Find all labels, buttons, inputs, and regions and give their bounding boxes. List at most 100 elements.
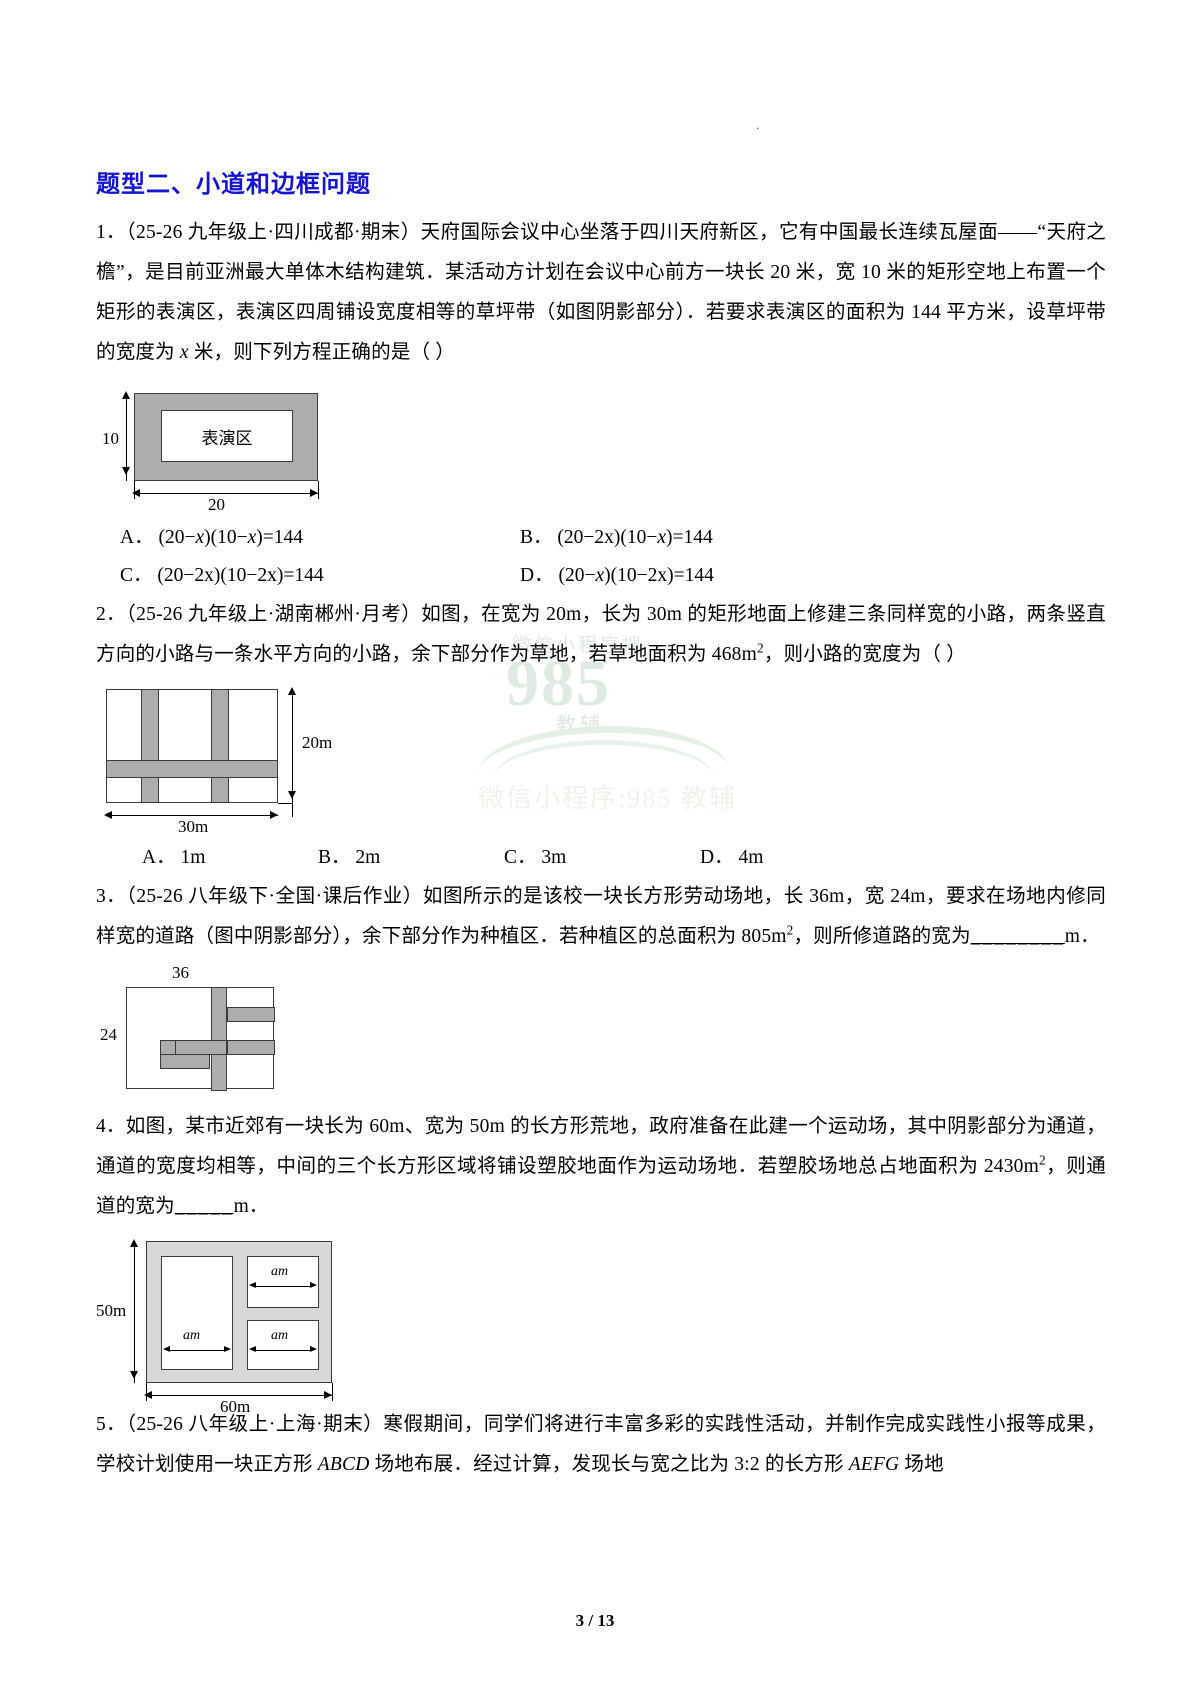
problem-1-option-a[interactable]: A． (20−x)(10−x)=144 bbox=[120, 519, 520, 557]
problem-4-answer-blank[interactable]: _____ bbox=[174, 1196, 234, 1217]
page-top-dot: . bbox=[756, 117, 760, 132]
problem-1-line-2: ——“天府之檐”，是目前亚洲最大单体木结构建筑．某活动方计划在会议中心前方一块长… bbox=[96, 222, 1106, 283]
figure-4-arrow-right-left bbox=[224, 1346, 231, 1352]
figure-4-shaded-walkway: am am am bbox=[146, 1241, 332, 1383]
problem-2-source: （25-26 九年级上·湖南郴州·月考） bbox=[125, 604, 422, 625]
option-d-key: D． bbox=[700, 847, 734, 868]
figure-2-vertical-road-2 bbox=[211, 690, 229, 802]
option-c-key: C． bbox=[504, 847, 537, 868]
figure-4-arrow-left-bottom-right bbox=[249, 1346, 256, 1352]
figure-4-arrow-right-bottom-right bbox=[310, 1346, 317, 1352]
figure-1-shaded-lawn-area: 表演区 bbox=[134, 393, 318, 481]
problem-3-source: （25-26 八年级下·全国·课后作业） bbox=[126, 886, 423, 907]
problem-1-figure: 10 表演区 20 bbox=[96, 385, 1106, 514]
problem-1-line-4: 面积为 144 平方米，设草坪带的宽度为 x 米，则下列方程正确的是（ ） bbox=[96, 302, 1106, 363]
figure-1-tick-right bbox=[318, 481, 319, 499]
section-heading: 题型二、小道和边框问题 bbox=[96, 172, 371, 198]
figure-3-width-label: 36 bbox=[172, 963, 189, 982]
figure-1-height-label: 10 bbox=[102, 429, 119, 448]
figure-1-vertical-dimension-line bbox=[126, 393, 127, 481]
figure-4-horizontal-dimension-line bbox=[146, 1395, 332, 1396]
figure-3-road-upper-right bbox=[227, 1007, 275, 1022]
figure-3-road-lower-left bbox=[160, 1054, 210, 1069]
option-b-key: B． bbox=[318, 847, 351, 868]
problem-1-line-3: 矩形空地上布置一个矩形的表演区，表演区四周铺设宽度相等的草坪带（如图阴影部分）．… bbox=[96, 262, 1106, 323]
figure-4-tick-left bbox=[146, 1383, 147, 1401]
option-b-body: (20−2x)(10−x)=144 bbox=[557, 527, 713, 548]
problem-2-option-a[interactable]: A． 1m bbox=[142, 839, 318, 877]
option-c-body: 3m bbox=[541, 847, 567, 868]
problem-1-option-d[interactable]: D． (20−x)(10−2x)=144 bbox=[520, 557, 920, 595]
figure-4-arrow-left-left bbox=[163, 1346, 170, 1352]
problem-1-options: A． (20−x)(10−x)=144 B． (20−2x)(10−x)=144… bbox=[120, 519, 1106, 595]
problem-4-figure: 50m am am am bbox=[96, 1237, 1106, 1416]
figure-4-label-am-left: am bbox=[183, 1328, 201, 1343]
figure-4-field-left bbox=[161, 1256, 233, 1370]
problem-5-number: 5 bbox=[96, 1414, 106, 1435]
problem-3-line-2: 地内修同样宽的道路（图中阴影部分），余下部分作为种植区．若种植区的总面积为 80… bbox=[96, 886, 1106, 947]
figure-2-vertical-road-1 bbox=[141, 690, 159, 802]
problem-4-line-3: 积为 2430m bbox=[938, 1156, 1039, 1177]
figure-1-width-label: 20 bbox=[208, 495, 225, 514]
problem-4-tail-suffix: m． bbox=[233, 1196, 269, 1217]
figure-2-down-arrow-icon bbox=[288, 791, 296, 799]
problem-1-options-row-2: C． (20−2x)(10−2x)=144 D． (20−x)(10−2x)=1… bbox=[120, 557, 1106, 595]
figure-2-field bbox=[106, 689, 278, 803]
figure-1-up-arrow-icon bbox=[122, 391, 130, 399]
problem-5-line-1: 寒假期间，同学们将进行丰富多彩的实践性活动，并制作完成实践性小报 bbox=[383, 1414, 1027, 1435]
option-c-body: (20−2x)(10−2x)=144 bbox=[157, 565, 324, 586]
problem-1-option-c[interactable]: C． (20−2x)(10−2x)=144 bbox=[120, 557, 520, 595]
figure-4-arrow-line-top-right bbox=[255, 1286, 311, 1287]
figure-2-right-arrow-icon bbox=[270, 811, 278, 819]
problem-2-line-2: 两条竖直方向的小路与一条水平方向的小路，余下部分作为草地，若草地面积为 468m bbox=[96, 604, 1106, 665]
figure-4-vertical-dimension-line bbox=[134, 1241, 135, 1383]
figure-2-width-label: 30m bbox=[178, 817, 209, 836]
problem-2-number: 2 bbox=[96, 604, 106, 625]
figure-1-down-arrow-icon bbox=[122, 467, 130, 475]
figure-2-corner-extension-vertical bbox=[292, 803, 293, 817]
figure-4-right-arrow-icon bbox=[324, 1391, 332, 1399]
problem-1-line-1: 天府国际会议中心坐落于四川天府新区，它有中国最长连续瓦屋面 bbox=[420, 222, 999, 243]
problem-3-tail-prefix: 宽为 bbox=[931, 926, 971, 947]
figure-3-field bbox=[126, 987, 275, 1091]
problem-2-option-d[interactable]: D． 4m bbox=[700, 839, 763, 877]
problem-1-number: 1 bbox=[96, 222, 106, 243]
problem-4-line-2: 为通道，通道的宽度均相等，中间的三个长方形区域将铺设塑胶地面作为运动场地．若塑胶… bbox=[96, 1116, 1106, 1177]
figure-1-left-arrow-icon bbox=[132, 489, 140, 497]
figure-4-height-label: 50m bbox=[96, 1301, 127, 1320]
problem-4-area-exponent: 2 bbox=[1039, 1152, 1046, 1168]
problem-3-line-3: ，则所修道路的 bbox=[793, 926, 932, 947]
problem-4-line-1: 如图，某市近郊有一块长为 60m、宽为 50m 的长方形荒地，政府准备在此建一个… bbox=[125, 1116, 1027, 1137]
problem-2-text: 2．（25-26 九年级上·湖南郴州·月考）如图，在宽为 20m，长为 30m … bbox=[96, 604, 1106, 665]
figure-4-field-bottom-right bbox=[247, 1320, 319, 1370]
option-a-body: 1m bbox=[180, 847, 206, 868]
figure-4-arrow-line-bottom-right bbox=[255, 1350, 311, 1351]
figure-3-road-middle-right bbox=[227, 1040, 275, 1055]
problem-2-option-c[interactable]: C． 3m bbox=[504, 839, 700, 877]
problem-2-options: A． 1m B． 2m C． 3m D． 4m bbox=[120, 839, 1106, 877]
page-content: 题型二、小道和边框问题 1．（25-26 九年级上·四川成都·期末）天府国际会议… bbox=[96, 118, 1106, 1485]
problem-3-area-exponent: 2 bbox=[786, 922, 794, 938]
figure-2-horizontal-road bbox=[107, 760, 277, 778]
problem-1-options-row-1: A． (20−x)(10−x)=144 B． (20−2x)(10−x)=144 bbox=[120, 519, 1106, 557]
figure-2-corner-extension-horizontal bbox=[278, 803, 292, 804]
problem-2-options-row: A． 1m B． 2m C． 3m D． 4m bbox=[142, 839, 1106, 877]
problem-3-answer-blank[interactable]: ________ bbox=[970, 926, 1065, 947]
figure-1-horizontal-dimension-line bbox=[134, 493, 318, 494]
problem-3-line-1: 如图所示的是该校一块长方形劳动场地，长 36m，宽 24m，要求在场 bbox=[422, 886, 1027, 907]
option-a-body: (20−x)(10−x)=144 bbox=[158, 527, 304, 548]
figure-1-tick-left bbox=[134, 481, 135, 499]
problem-1-option-b[interactable]: B． (20−2x)(10−x)=144 bbox=[520, 519, 920, 557]
figure-2-vertical-dimension-line bbox=[292, 689, 293, 803]
problem-2-option-b[interactable]: B． 2m bbox=[318, 839, 504, 877]
figure-4-up-arrow-icon bbox=[130, 1239, 138, 1247]
problem-4-text: 4．如图，某市近郊有一块长为 60m、宽为 50m 的长方形荒地，政府准备在此建… bbox=[96, 1116, 1106, 1217]
option-d-key: D． bbox=[520, 565, 554, 586]
option-d-body: 4m bbox=[738, 847, 764, 868]
problem-3-number: 3 bbox=[96, 886, 106, 907]
figure-4-arrow-right-top-right bbox=[310, 1282, 317, 1288]
option-b-key: B． bbox=[520, 527, 553, 548]
figure-2-left-arrow-icon bbox=[104, 811, 112, 819]
figure-4-down-arrow-icon bbox=[130, 1371, 138, 1379]
problem-4-tail-prefix: ，则通道的宽为 bbox=[96, 1156, 1106, 1217]
